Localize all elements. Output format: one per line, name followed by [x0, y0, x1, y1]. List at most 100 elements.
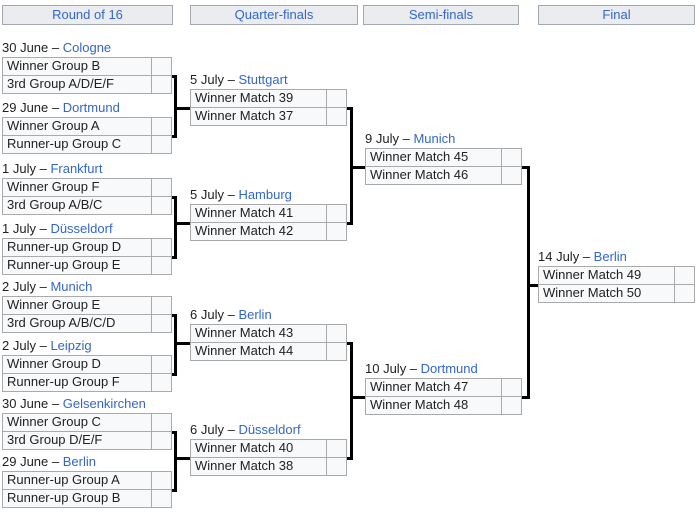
team-name: 3rd Group D/E/F: [2, 431, 152, 450]
match-date-text: 30 June –: [2, 396, 60, 411]
round-header-quarter-finals: Quarter-finals: [190, 5, 358, 25]
score-cell: [674, 266, 695, 285]
team-name: Winner Match 46: [365, 166, 502, 185]
city-link[interactable]: Berlin: [238, 307, 272, 322]
connector-line: [174, 431, 177, 492]
score-cell: [151, 178, 172, 197]
round-header-semi-finals: Semi-finals: [363, 5, 519, 25]
match-date-text: 1 July –: [2, 221, 47, 236]
score-cell: [151, 413, 172, 432]
team-row: Winner Match 37: [190, 107, 347, 126]
score-cell: [151, 471, 172, 490]
team-row: Winner Match 49: [538, 266, 695, 285]
match-date-text: 30 June –: [2, 40, 60, 55]
team-name: Winner Group E: [2, 296, 152, 315]
connector-line: [522, 396, 530, 399]
team-name: Winner Match 43: [190, 324, 327, 343]
connector-line: [527, 166, 530, 399]
score-cell: [151, 238, 172, 257]
match-date-text: 1 July –: [2, 161, 47, 176]
match-qf-1: 5 July – Stuttgart Winner Match 39 Winne…: [190, 72, 347, 126]
team-row: Winner Match 46: [365, 166, 522, 185]
city-link[interactable]: Frankfurt: [50, 161, 103, 176]
match-qf-2: 5 July – Hamburg Winner Match 41 Winner …: [190, 187, 347, 241]
team-name: Winner Match 45: [365, 148, 502, 167]
connector-line: [172, 135, 177, 138]
score-cell: [501, 378, 522, 397]
team-row: Runner-up Group C: [2, 135, 172, 154]
team-row: Winner Match 39: [190, 89, 347, 108]
city-link[interactable]: Düsseldorf: [50, 221, 113, 236]
score-cell: [326, 204, 347, 223]
team-row: Winner Match 42: [190, 222, 347, 241]
city-link[interactable]: Hamburg: [238, 187, 292, 202]
city-link[interactable]: Munich: [413, 131, 456, 146]
score-cell: [326, 342, 347, 361]
city-link[interactable]: Gelsenkirchen: [62, 396, 146, 411]
match-date: 5 July – Hamburg: [190, 187, 347, 202]
match-date: 29 June – Dortmund: [2, 100, 172, 115]
connector-line: [177, 222, 190, 225]
team-row: 3rd Group A/B/C: [2, 196, 172, 215]
connector-line: [177, 457, 190, 460]
team-row: Winner Match 44: [190, 342, 347, 361]
team-name: Winner Match 42: [190, 222, 327, 241]
score-cell: [151, 256, 172, 275]
score-cell: [151, 355, 172, 374]
match-date-text: 29 June –: [2, 454, 60, 469]
match-date: 1 July – Düsseldorf: [2, 221, 172, 236]
city-link[interactable]: Munich: [50, 279, 93, 294]
team-row: Winner Group E: [2, 296, 172, 315]
match-date: 30 June – Cologne: [2, 40, 172, 55]
city-link[interactable]: Dortmund: [62, 100, 120, 115]
city-link[interactable]: Düsseldorf: [238, 422, 301, 437]
match-date: 6 July – Berlin: [190, 307, 347, 322]
match-date: 9 July – Munich: [365, 131, 522, 146]
city-link[interactable]: Cologne: [62, 40, 112, 55]
score-cell: [151, 75, 172, 94]
score-cell: [151, 196, 172, 215]
score-cell: [151, 489, 172, 508]
city-link[interactable]: Stuttgart: [238, 72, 288, 87]
team-name: Runner-up Group D: [2, 238, 152, 257]
connector-line: [347, 457, 353, 460]
score-cell: [326, 457, 347, 476]
score-cell: [151, 135, 172, 154]
city-link[interactable]: Berlin: [62, 454, 96, 469]
connector-line: [172, 256, 177, 259]
match-date: 2 July – Munich: [2, 279, 172, 294]
connector-line: [353, 166, 365, 169]
city-link[interactable]: Berlin: [593, 249, 627, 264]
team-name: Winner Group A: [2, 117, 152, 136]
connector-line: [174, 75, 177, 138]
match-qf-4: 6 July – Düsseldorf Winner Match 40 Winn…: [190, 422, 347, 476]
team-name: Winner Group C: [2, 413, 152, 432]
round-header-round-of-16: Round of 16: [2, 5, 173, 25]
match-r16-3: 1 July – Frankfurt Winner Group F 3rd Gr…: [2, 161, 172, 215]
match-date-text: 6 July –: [190, 307, 235, 322]
city-link[interactable]: Leipzig: [50, 338, 92, 353]
score-cell: [326, 324, 347, 343]
score-cell: [326, 222, 347, 241]
match-date-text: 6 July –: [190, 422, 235, 437]
match-date-text: 14 July –: [538, 249, 591, 264]
team-name: Runner-up Group F: [2, 373, 152, 392]
match-r16-4: 1 July – Düsseldorf Runner-up Group D Ru…: [2, 221, 172, 275]
match-date-text: 2 July –: [2, 338, 47, 353]
team-row: Winner Group C: [2, 413, 172, 432]
team-row: Winner Match 50: [538, 284, 695, 303]
connector-line: [174, 196, 177, 259]
team-name: Winner Match 40: [190, 439, 327, 458]
connector-line: [177, 107, 190, 110]
match-date-text: 5 July –: [190, 187, 235, 202]
team-row: 3rd Group A/B/C/D: [2, 314, 172, 333]
team-name: Winner Match 39: [190, 89, 327, 108]
match-date: 29 June – Berlin: [2, 454, 172, 469]
team-name: Runner-up Group C: [2, 135, 152, 154]
score-cell: [151, 431, 172, 450]
connector-line: [350, 342, 353, 460]
team-name: Winner Match 41: [190, 204, 327, 223]
team-name: Winner Match 47: [365, 378, 502, 397]
city-link[interactable]: Dortmund: [420, 361, 478, 376]
team-name: Winner Match 48: [365, 396, 502, 415]
